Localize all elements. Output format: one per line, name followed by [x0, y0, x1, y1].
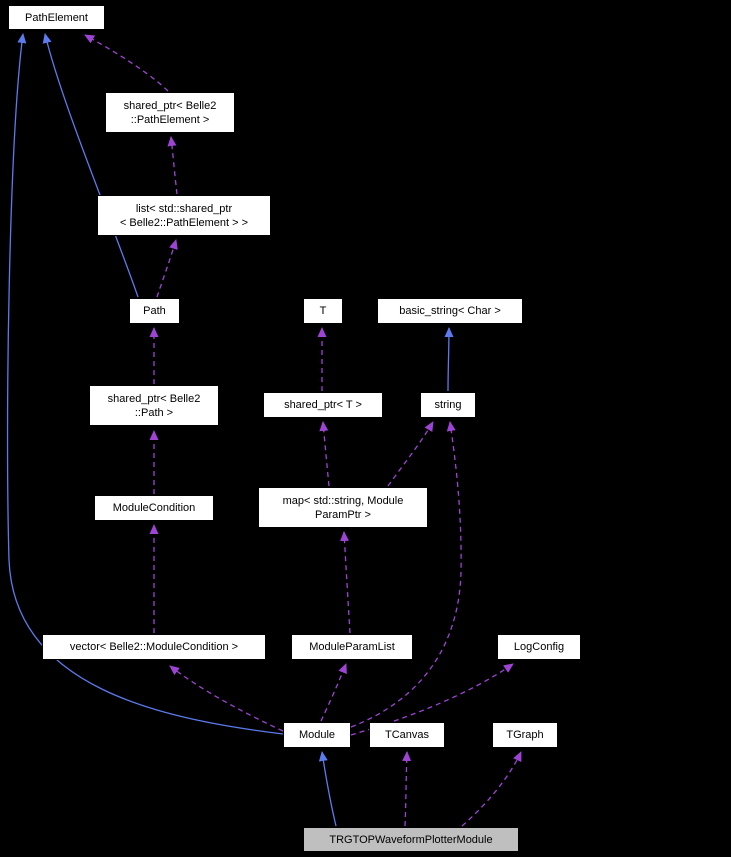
edge-map-to-sharedptrt	[319, 421, 330, 487]
edge-string-to-basicstring	[444, 327, 454, 392]
node-modulecondition[interactable]: ModuleCondition	[94, 495, 214, 521]
edge-module-to-string	[350, 421, 462, 728]
node-logconfig[interactable]: LogConfig	[497, 634, 581, 660]
node-t[interactable]: T	[303, 298, 343, 324]
edge-trgtop-to-tgraph	[461, 751, 522, 827]
edge-moduleparamlist-to-map	[340, 531, 351, 634]
node-map-moduleparamptr[interactable]: map< std::string, Module ParamPtr >	[258, 487, 428, 528]
edge-path-to-pathelement	[42, 33, 139, 298]
node-list-shared-ptr-pathelement[interactable]: list< std::shared_ptr < Belle2::PathElem…	[97, 195, 271, 236]
node-module[interactable]: Module	[283, 722, 351, 748]
edge-module-to-pathelement	[6, 33, 284, 735]
node-shared-ptr-t[interactable]: shared_ptr< T >	[263, 392, 383, 418]
node-pathelement[interactable]: PathElement	[8, 5, 105, 30]
node-shared-ptr-pathelement[interactable]: shared_ptr< Belle2 ::PathElement >	[105, 92, 235, 133]
node-moduleparamlist[interactable]: ModuleParamList	[291, 634, 413, 660]
node-shared-ptr-path[interactable]: shared_ptr< Belle2 ::Path >	[89, 385, 219, 426]
edge-module-to-vector	[169, 665, 284, 732]
node-string[interactable]: string	[420, 392, 476, 418]
edge-module-to-moduleparamlist	[320, 663, 347, 722]
edge-path-to-list	[156, 239, 178, 298]
node-basic-string-char[interactable]: basic_string< Char >	[377, 298, 523, 324]
node-path[interactable]: Path	[129, 298, 180, 324]
edge-sharedptrpathelement-to-pathelement	[84, 34, 169, 92]
node-tgraph[interactable]: TGraph	[492, 722, 558, 748]
edge-trgtop-to-module	[318, 751, 337, 827]
node-trgtopwaveformplottermodule: TRGTOPWaveformPlotterModule	[303, 827, 519, 852]
edge-list-to-sharedptrpathelement	[167, 136, 178, 195]
edge-map-to-string	[387, 421, 434, 487]
node-vector-modulecondition[interactable]: vector< Belle2::ModuleCondition >	[42, 634, 266, 660]
node-tcanvas[interactable]: TCanvas	[369, 722, 445, 748]
edge-trgtop-to-tcanvas	[402, 751, 412, 827]
